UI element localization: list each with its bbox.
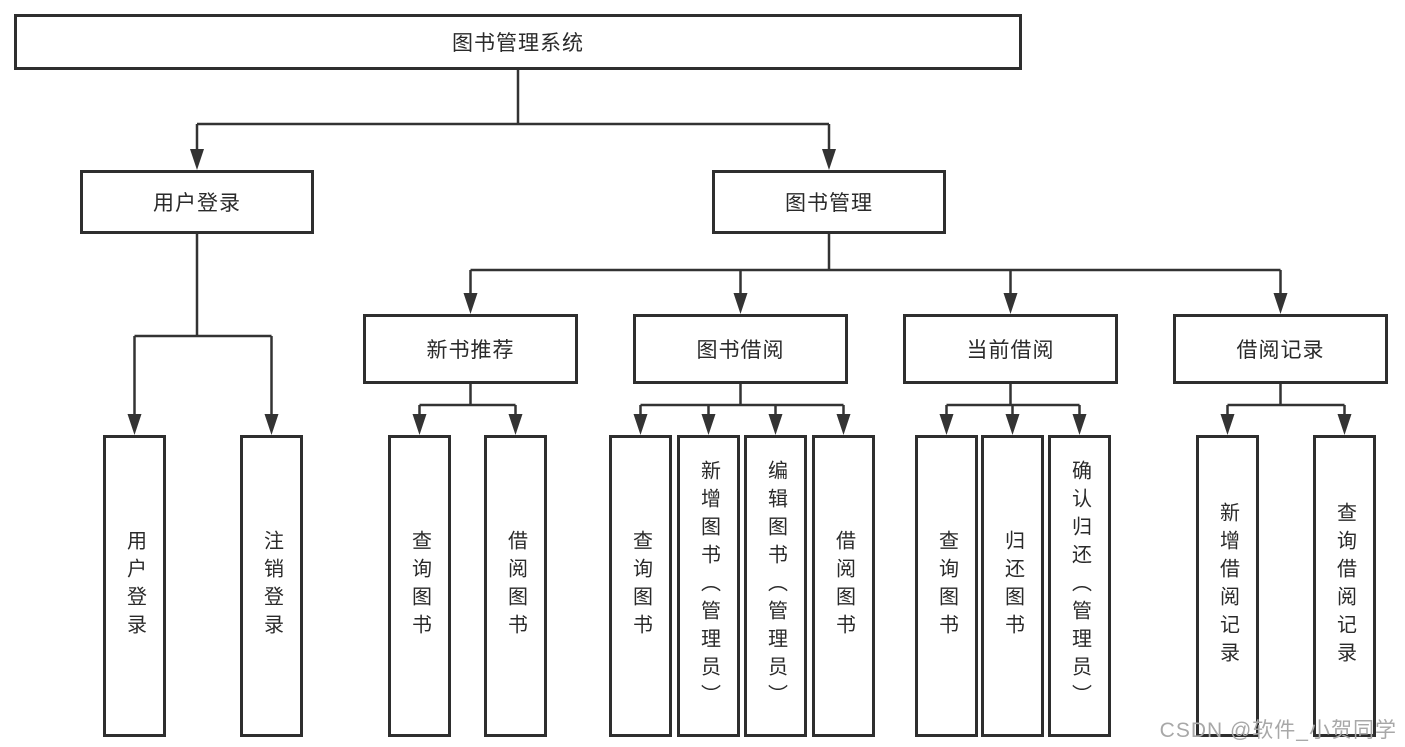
leaf-label: 借阅图书 [832, 530, 855, 642]
leaf-user-login: 用户登录 [103, 435, 166, 737]
node-library-system: 图书管理系统 [14, 14, 1022, 70]
leaf-add-borrow-record: 新增借阅记录 [1196, 435, 1259, 737]
node-book-management-branch: 图书管理 [712, 170, 946, 234]
leaf-borrow-books: 借阅图书 [812, 435, 875, 737]
leaf-add-books-admin: 新增图书（管理员） [677, 435, 740, 737]
leaf-label: 注销登录 [260, 530, 283, 642]
leaf-label: 查询图书 [408, 530, 431, 642]
node-user-login-branch: 用户登录 [80, 170, 314, 234]
leaf-label: 新增图书（管理员） [697, 460, 720, 712]
leaf-borrow-books-recommend: 借阅图书 [484, 435, 547, 737]
node-current-borrow: 当前借阅 [903, 314, 1118, 384]
leaf-query-books-current: 查询图书 [915, 435, 978, 737]
leaf-query-books-recommend: 查询图书 [388, 435, 451, 737]
leaf-label: 借阅图书 [504, 530, 527, 642]
leaf-query-borrow-record: 查询借阅记录 [1313, 435, 1376, 737]
leaf-return-books: 归还图书 [981, 435, 1044, 737]
leaf-label: 编辑图书（管理员） [764, 460, 787, 712]
leaf-confirm-return-admin: 确认归还（管理员） [1048, 435, 1111, 737]
leaf-query-books-borrow: 查询图书 [609, 435, 672, 737]
node-borrow-records: 借阅记录 [1173, 314, 1388, 384]
leaf-label: 查询图书 [629, 530, 652, 642]
leaf-label: 用户登录 [123, 530, 146, 642]
leaf-logout: 注销登录 [240, 435, 303, 737]
leaf-label: 归还图书 [1001, 530, 1024, 642]
leaf-label: 查询图书 [935, 530, 958, 642]
leaf-edit-books-admin: 编辑图书（管理员） [744, 435, 807, 737]
node-book-borrow: 图书借阅 [633, 314, 848, 384]
node-new-book-recommend: 新书推荐 [363, 314, 578, 384]
leaf-label: 新增借阅记录 [1216, 502, 1239, 670]
leaf-label: 查询借阅记录 [1333, 502, 1356, 670]
leaf-label: 确认归还（管理员） [1068, 460, 1091, 712]
csdn-watermark: CSDN @软件_小贺同学 [1159, 719, 1397, 742]
